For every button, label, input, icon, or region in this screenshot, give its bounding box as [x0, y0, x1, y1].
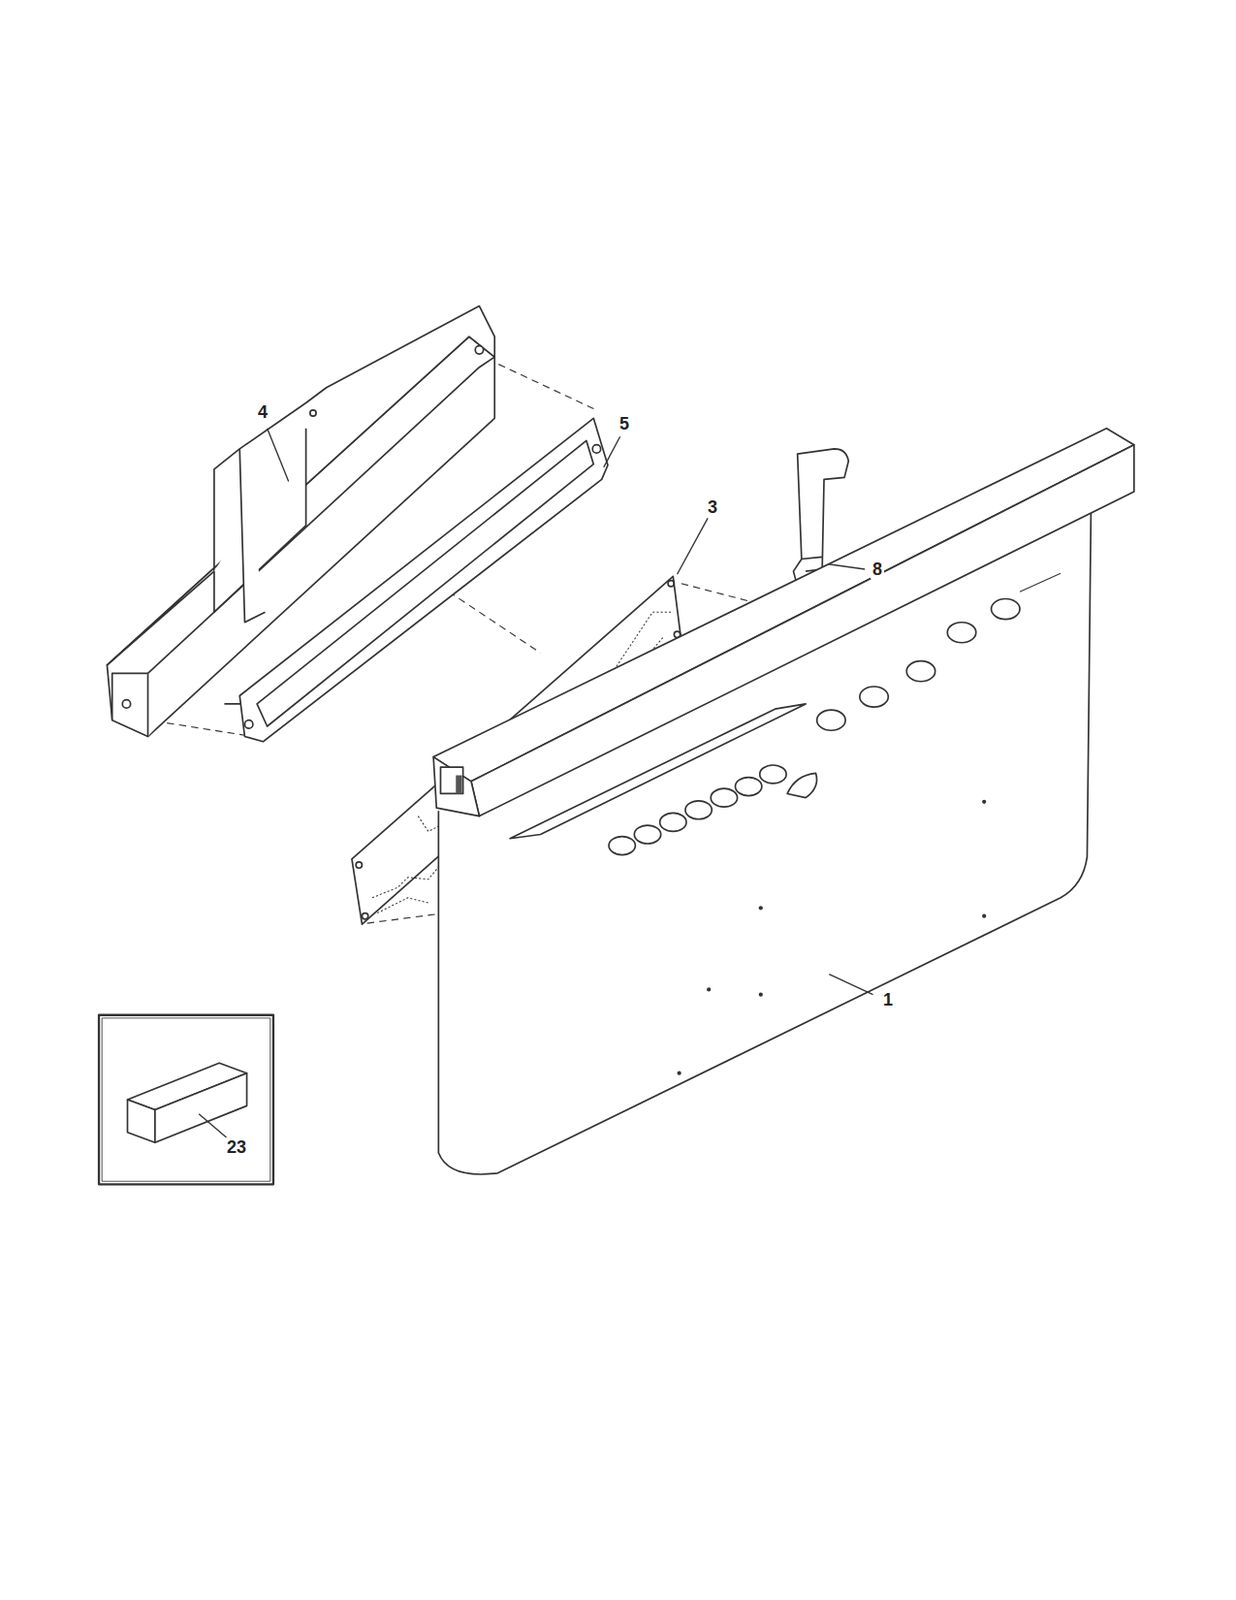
callout-number: 4: [255, 402, 270, 422]
console-panel: [433, 428, 1135, 1174]
foam-block: [127, 1062, 248, 1142]
buttons: [608, 599, 1020, 856]
callout-number: 5: [617, 413, 632, 434]
callout-number: 1: [881, 989, 895, 1010]
callout-number: 23: [224, 1137, 249, 1157]
inset-frame: [98, 1014, 274, 1185]
leader-lines: [198, 428, 873, 1138]
callout-number: 3: [705, 497, 720, 517]
callout-number: 8: [870, 559, 885, 579]
